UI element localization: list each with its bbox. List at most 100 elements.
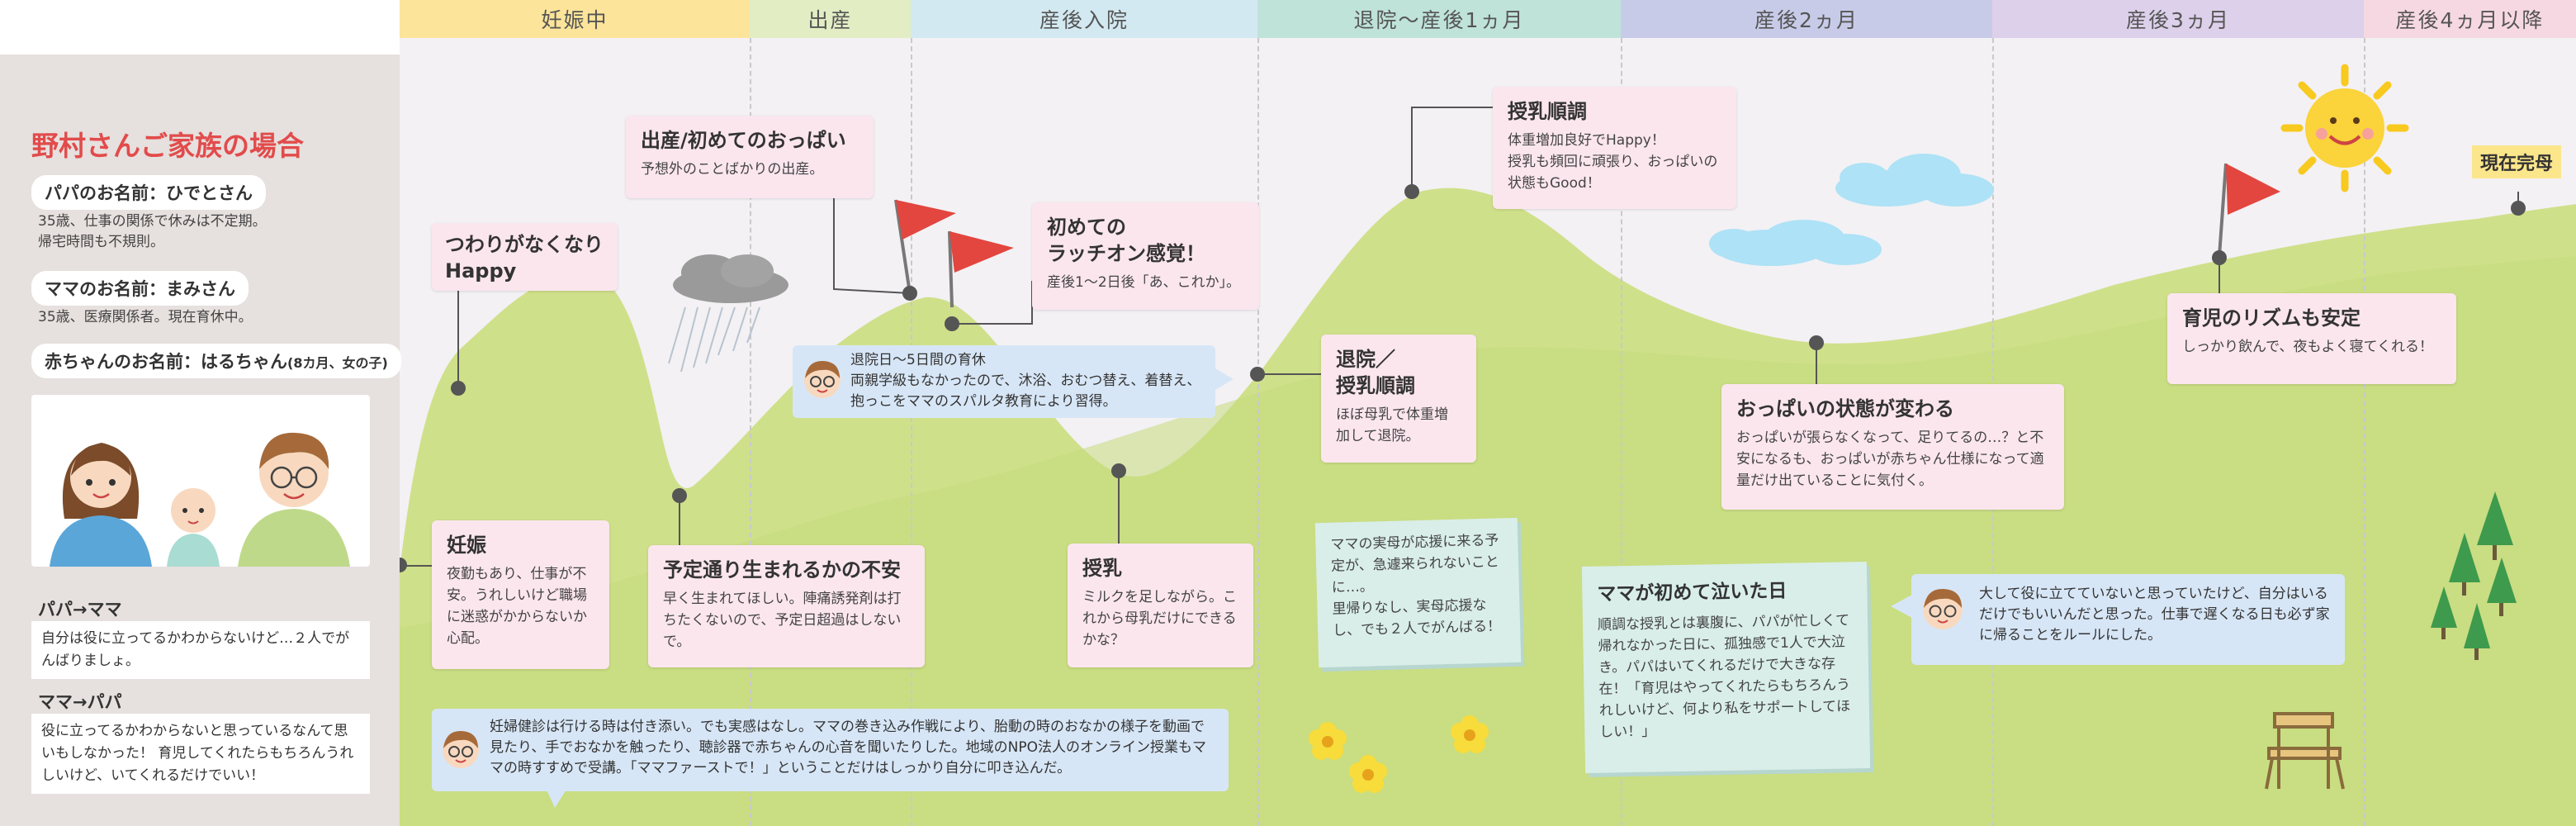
papa-comment-taiin: 退院日～5日間の育休 両親学級もなかったので、沐浴、おむつ替え、着替え、抱っこを… [793,345,1215,418]
event-body: 予想外のことばかりの出産。 [641,161,824,178]
timeline-marker [1404,184,1419,199]
event-title: 授乳順調 [1508,100,1587,123]
mama-to-papa-label: ママ→パパ [38,692,122,712]
baby-name: 赤ちゃんのお名前：はるちゃん [45,352,287,372]
papa-face-icon [1923,588,1963,629]
event-body: 夜勤もあり、仕事が不安。うれしいけど職場に迷惑がかからないか心配。 [447,566,587,647]
papa-name: パパのお名前：ひでとさん [31,175,266,210]
phase-divider [2364,38,2365,826]
phase-label: 出産 [807,8,853,32]
sun-icon [2280,64,2409,192]
rain-cloud-icon [668,254,788,373]
event-junyu: 授乳 ミルクを足しながら。これから母乳だけにできるかな？ [1068,544,1253,667]
papa-to-mama-label: パパ→ママ [38,600,122,620]
event-oppai: おっぱいの状態が変わる おっぱいが張らなくなって、足りてるの…？と不安になるも、… [1721,384,2064,510]
event-title: 妊娠 [447,534,486,557]
event-title: 出産/初めてのおっぱい [641,129,846,152]
phase-label: 産後入院 [1039,8,1129,32]
event-body: 早く生まれてほしい。陣痛誘発剤は打ちたくないので、予定日超過はしないで。 [663,591,902,650]
event-body: おっぱいが張らなくなって、足りてるの…？と不安になるも、おっぱいが赤ちゃん仕様に… [1736,430,2044,489]
phase-label: 産後2ヵ月 [1754,8,1859,32]
papa-comment-yakuni: 大して役に立てていないと思っていたけど、自分はいるだけでもいいんだと思った。仕事… [1911,574,2345,665]
comment-tail [1214,368,1234,391]
event-yotei: 予定通り生まれるかの不安 早く生まれてほしい。陣痛誘発剤は打ちたくないので、予定… [648,545,925,667]
flower-icon [1451,715,1489,753]
flower-icon [1349,755,1387,793]
flag-icon [948,230,1014,308]
phase-header-2: 出産 [750,0,911,38]
event-title: 授乳 [1082,557,1122,580]
phase-divider [911,38,912,826]
phase-divider [750,38,751,826]
papa-description: 35歳、仕事の関係で休みは不定期。 帰宅時間も不規則。 [38,213,267,250]
event-title: 退院／ 授乳順調 [1336,348,1415,397]
event-title: つわりがなくなり Happy [445,233,604,282]
phase-header-7: 産後4ヵ月以降 [2364,0,2576,38]
timeline-marker [1809,335,1824,350]
comment-title: 退院日～5日間の育休 [850,352,986,368]
event-body: 体重増加良好でHappy！ 授乳も頻回に頑張り、おっぱいの状態もGood！ [1508,132,1718,192]
note-body: 順調な授乳とは裏腹に、パパが忙しくて帰れなかった日に、孤独感で1人で大泣き。パパ… [1597,612,1851,741]
event-junchou: 授乳順調 体重増加良好でHappy！ 授乳も頻回に頑張り、おっぱいの状態もGoo… [1493,87,1736,209]
flag-icon [2218,163,2280,257]
phase-divider [1257,38,1259,826]
papa-face-icon [443,730,479,768]
baby-name-pill: 赤ちゃんのお名前：はるちゃん(8カ月、女の子) [31,344,401,378]
mama-description: 35歳、医療関係者。現在育休中。 [38,309,253,325]
phase-label: 産後4ヵ月以降 [2395,8,2545,32]
event-title: おっぱいの状態が変わる [1736,397,1954,420]
event-body: ほぼ母乳で体重増加して退院。 [1336,406,1448,444]
comment-tail [547,790,566,808]
papa-face-icon [804,360,841,398]
event-body: ミルクを足しながら。これから母乳だけにできるかな？ [1082,589,1237,648]
event-title: 予定通り生まれるかの不安 [663,558,901,582]
phase-header-5: 産後2ヵ月 [1621,0,1992,38]
note-naita: ママが初めて泣いた日 順調な授乳とは裏腹に、パパが忙しくて帰れなかった日に、孤独… [1581,562,1871,773]
flower-icon [1309,722,1347,760]
bench-icon [2265,712,2345,790]
phase-label: 産後3ヵ月 [2126,8,2230,32]
flag-icon [894,199,956,294]
timeline-marker [945,316,959,331]
tree-icon [2431,491,2517,660]
mama-name: ママのお名前：まみさん [31,271,249,306]
comment-text: 妊婦健診は行ける時は付き添い。でも実感はなし。ママの巻き込み作戦により、胎動の時… [490,719,1206,776]
papa-to-mama-message: 自分は役に立ってるかわからないけど…２人でがんばりましょ。 [31,621,370,679]
cloud-icon [1709,220,1882,266]
cloud-icon [1835,154,1994,206]
timeline-marker [1111,463,1126,478]
timeline-marker [2212,250,2227,265]
phase-divider [1621,38,1622,826]
papa-comment-kenshin: 妊婦健診は行ける時は付き添い。でも実感はなし。ママの巻き込み作戦により、胎動の時… [432,709,1229,791]
comment-text: 大して役に立てていないと思っていたけど、自分はいるだけでもいいんだと思った。仕事… [1979,586,2330,643]
event-tsuwari: つわりがなくなり Happy [432,223,618,291]
event-rhythm: 育児のリズムも安定 しっかり飲んで、夜もよく寝てくれる！ [2167,293,2456,384]
note-jitsubo: ママの実母が応援に来る予定が、急遽来られないことに…。 里帰りなし、実母応援なし… [1314,517,1522,668]
family-illustration [31,395,370,567]
timeline-marker [1250,367,1265,382]
note-title: ママが初めて泣いた日 [1597,580,1788,605]
baby-note: (8カ月、女の子) [287,355,388,371]
event-body: 産後1～2日後「あ、これか」。 [1047,274,1241,291]
note-body: ママの実母が応援に来る予定が、急遽来られないことに…。 里帰りなし、実母応援なし… [1330,532,1502,639]
phase-label: 妊娠中 [541,8,608,32]
timeline-marker [902,286,917,301]
comment-text: 両親学級もなかったので、沐浴、おむつ替え、着替え、抱っこをママのスパルタ教育によ… [850,373,1201,410]
event-ninshin: 妊娠 夜勤もあり、仕事が不安。うれしいけど職場に迷惑がかからないか心配。 [432,520,609,669]
timeline-marker [672,488,687,503]
event-shussan: 出産/初めてのおっぱい 予想外のことばかりの出産。 [626,116,874,198]
timeline-marker [451,381,466,396]
now-badge: 現在完母 [2472,145,2562,178]
comment-tail [1891,595,1912,618]
family-portrait-icon [50,432,350,567]
event-title: 初めての ラッチオン感覚！ [1047,216,1205,265]
phase-header-4: 退院～産後1ヵ月 [1257,0,1621,38]
phase-header-6: 産後3ヵ月 [1992,0,2364,38]
event-taiin: 退院／ 授乳順調 ほぼ母乳で体重増加して退院。 [1321,335,1476,463]
phase-label: 退院～産後1ヵ月 [1353,8,1525,32]
family-title: 野村さんご家族の場合 [31,130,304,162]
phase-header-1: 妊娠中 [400,0,750,38]
event-latch: 初めての ラッチオン感覚！ 産後1～2日後「あ、これか」。 [1032,202,1259,310]
mama-to-papa-message: 役に立ってるかわからないと思っているなんて思いもしなかった！ 育児してくれたらも… [31,714,370,794]
